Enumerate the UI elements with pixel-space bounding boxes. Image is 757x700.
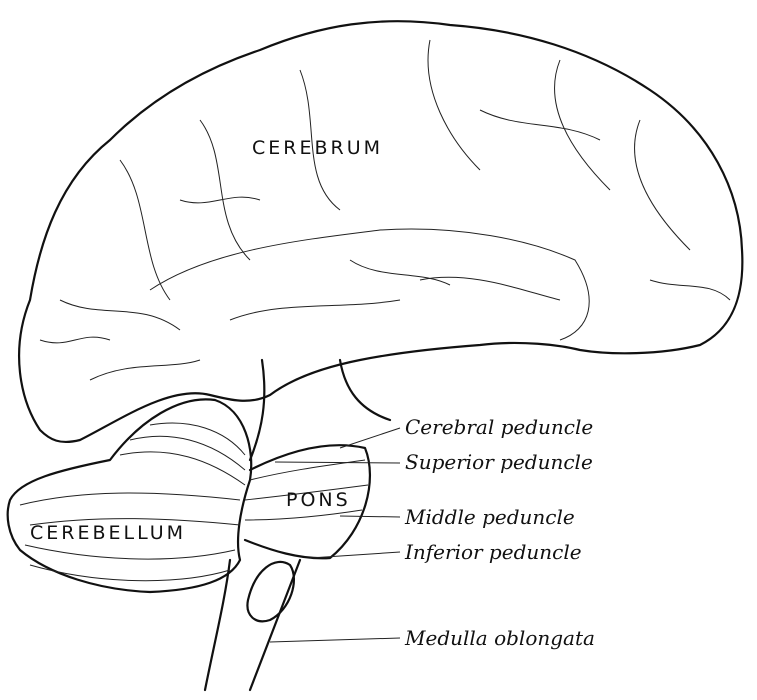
callout-medulla-oblongata: Medulla oblongata [404, 626, 595, 650]
cerebellum: CEREBELLUM [6, 398, 253, 594]
leader-lines [269, 427, 401, 643]
pons-label: PONS [286, 489, 351, 511]
pons: PONS [243, 444, 372, 560]
callout-cerebral-peduncle: Cerebral peduncle [405, 415, 593, 439]
cerebellum-label: CEREBELLUM [30, 522, 186, 544]
callout-superior-peduncle: Superior peduncle [405, 450, 593, 474]
callout-middle-peduncle: Middle peduncle [404, 505, 575, 529]
cerebrum-label: CEREBRUM [252, 137, 383, 159]
brainstem [203, 358, 392, 692]
cerebrum: CEREBRUM [18, 20, 744, 444]
callout-inferior-peduncle: Inferior peduncle [404, 540, 582, 564]
